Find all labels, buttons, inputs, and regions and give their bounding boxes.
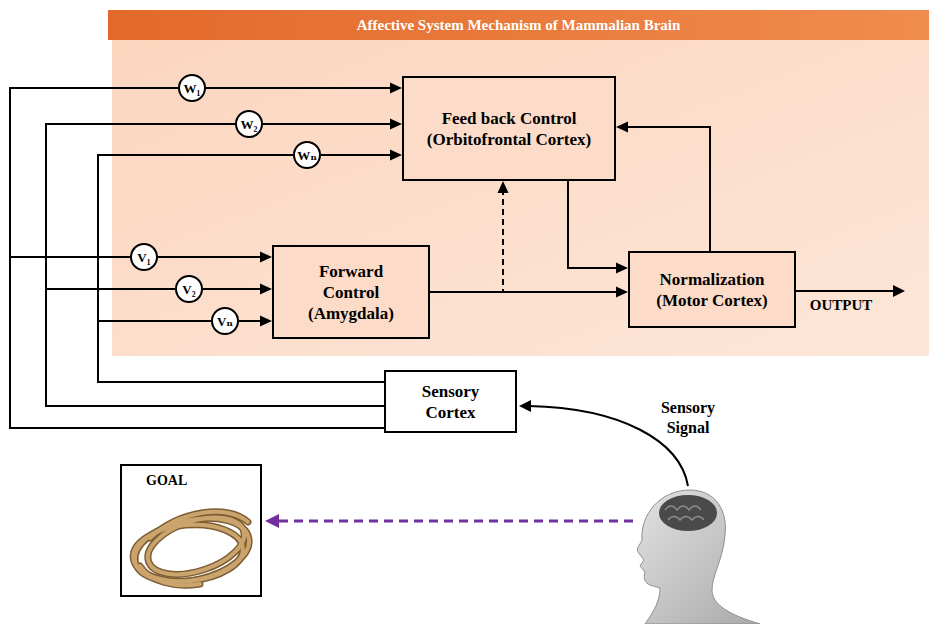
goal-dashed-line [276, 520, 633, 523]
signal-label: Sensory Signal [646, 398, 730, 438]
output-label: OUTPUT [793, 296, 889, 314]
title-bar [108, 10, 929, 40]
brain [659, 495, 717, 531]
connector-line [158, 256, 262, 258]
connector-line [263, 123, 392, 125]
connector-line [203, 288, 262, 290]
connector-line [321, 154, 392, 156]
weight-circle: W₁ [178, 74, 206, 102]
node-text: Vₙ [217, 314, 233, 329]
connector [206, 83, 402, 94]
connector-line [239, 320, 262, 322]
node-text: W₁ [184, 81, 201, 96]
node-text: Sensory Cortex [406, 381, 496, 423]
arrowhead [498, 181, 509, 193]
arrowhead [616, 122, 628, 133]
output-arrow [789, 285, 905, 297]
node-text: W₂ [241, 117, 258, 132]
signal-curve [529, 406, 688, 486]
node-text: GOAL [146, 472, 187, 489]
connector-line [626, 127, 710, 251]
feedback-control-box: Feed back Control (Orbitofrontal Cortex) [402, 76, 616, 181]
normalization-box: Normalization (Motor Cortex) [628, 251, 796, 328]
arrowhead [390, 83, 402, 94]
goal-pointer [265, 514, 633, 528]
connector-line [206, 87, 392, 89]
head-silhouette [637, 490, 760, 624]
connector [203, 284, 272, 295]
output-arrowhead [893, 285, 905, 297]
node-text: Normalization (Motor Cortex) [637, 269, 787, 311]
rope-illustration [129, 507, 255, 592]
dashed-connector [430, 181, 509, 292]
connector-line [568, 181, 618, 268]
node-text: V₂ [182, 282, 195, 297]
connector [568, 181, 628, 274]
goal-box: GOAL [120, 464, 262, 597]
arrowhead [616, 287, 628, 298]
arrowhead [260, 316, 272, 327]
goal-ground [120, 464, 262, 597]
signal-arrowhead [519, 400, 531, 412]
weight-circle: V₁ [130, 243, 158, 271]
weight-circle: Vₙ [211, 307, 239, 335]
diagram-title: Affective System Mechanism of Mammalian … [108, 10, 929, 40]
sensory-cortex-box: Sensory Cortex [384, 370, 517, 433]
weight-circle: V₂ [175, 275, 203, 303]
weight-circle: W₂ [235, 110, 263, 138]
connector [616, 122, 710, 252]
connector [263, 119, 402, 130]
weight-circle: Wₙ [293, 141, 321, 169]
goal-arrowhead [265, 514, 279, 528]
system-panel [112, 40, 929, 356]
node-text: V₁ [137, 250, 150, 265]
connector [158, 252, 272, 263]
connector-line [430, 191, 503, 292]
node-text: Feed back Control (Orbitofrontal Cortex) [411, 108, 607, 150]
connector [430, 287, 628, 298]
forward-control-box: Forward Control (Amygdala) [272, 245, 430, 339]
arrowhead [616, 263, 628, 274]
node-text: Forward Control (Amygdala) [296, 261, 406, 324]
output-line [789, 290, 894, 292]
arrowhead [260, 252, 272, 263]
arrowhead [260, 284, 272, 295]
arrowhead [390, 150, 402, 161]
brain-folds [665, 506, 704, 520]
connector [321, 150, 402, 161]
arrowhead [390, 119, 402, 130]
connector-line [430, 291, 618, 293]
head-illustration [637, 490, 760, 624]
connector [239, 316, 272, 327]
node-text: Wₙ [297, 148, 317, 163]
